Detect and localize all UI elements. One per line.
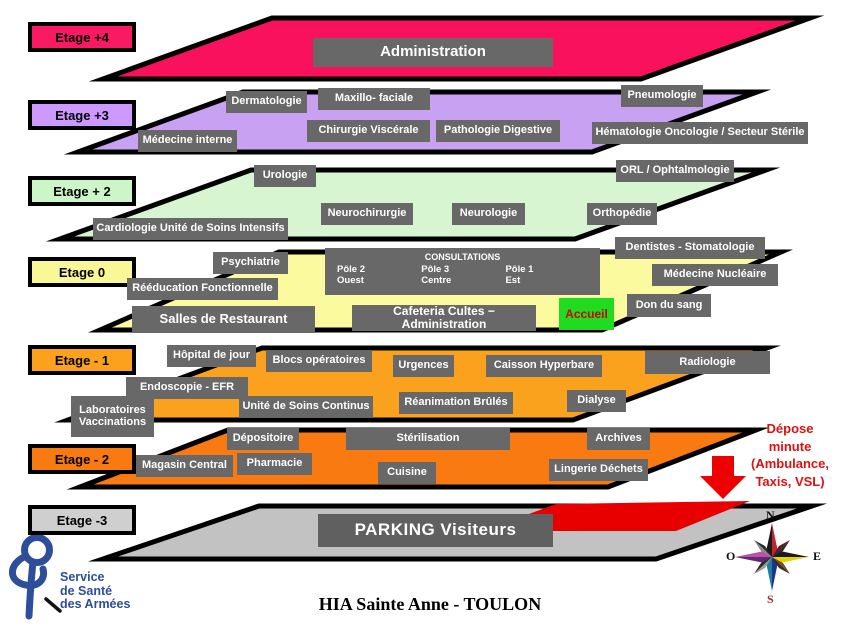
floor-label-text: Etage - 2 bbox=[54, 451, 110, 467]
depose-line: (Ambulance, bbox=[750, 456, 829, 471]
room-hopital-de-jour: Hôpital de jour bbox=[167, 345, 256, 367]
page-title: HIA Sainte Anne - TOULON bbox=[318, 594, 542, 614]
compass-rose-icon bbox=[735, 523, 809, 591]
consultations-pole-3: Pôle 3 Centre bbox=[421, 264, 505, 286]
room-cafeteria-cultes: Cafeteria Cultes − Administration bbox=[352, 305, 536, 331]
consultations-pole-2: Pôle 2 Ouest bbox=[337, 264, 421, 286]
pole-region: Est bbox=[505, 275, 521, 286]
room-lingerie-dechets: Lingerie Déchets bbox=[549, 459, 648, 481]
floor-label-etage-minus3: Etage -3 bbox=[28, 505, 136, 535]
room-cardiologie-usi: Cardiologie Unité de Soins Intensifs bbox=[93, 218, 288, 240]
depose-line: minute bbox=[768, 438, 812, 454]
room-orl-ophtalmologie: ORL / Ophtalmologie bbox=[616, 160, 734, 182]
room-hematologie-oncologie: Hématologie Oncologie / Secteur Stérile bbox=[592, 122, 808, 144]
floor-label-text: Etage - 1 bbox=[54, 352, 110, 368]
room-urologie: Urologie bbox=[254, 165, 316, 187]
room-maxillo-faciale: Maxillo- faciale bbox=[318, 88, 430, 110]
room-neurochirurgie: Neurochirurgie bbox=[321, 203, 413, 225]
compass-south-label: S bbox=[767, 592, 774, 606]
depose-arrow-icon bbox=[700, 456, 746, 499]
room-sterilisation: Stérilisation bbox=[346, 428, 510, 450]
pole-region: Centre bbox=[421, 275, 452, 286]
room-depositoire: Dépositoire bbox=[227, 428, 299, 450]
room-medecine-interne: Médecine interne bbox=[138, 130, 237, 152]
floor-label-etage-plus3: Etage +3 bbox=[28, 100, 136, 130]
room-laboratoires-vaccinations: Laboratoires Vaccinations bbox=[71, 396, 154, 437]
room-blocs-operatoires: Blocs opératoires bbox=[266, 350, 372, 372]
room-pneumologie: Pneumologie bbox=[621, 85, 703, 107]
compass-west-label: O bbox=[726, 549, 736, 563]
room-consultations: CONSULTATIONS Pôle 2 Ouest Pôle 3 Centre… bbox=[325, 248, 600, 295]
floor-label-text: Etage +3 bbox=[55, 107, 109, 123]
logo-line: des Armées bbox=[60, 597, 131, 611]
pole-name: Pôle 2 bbox=[337, 264, 365, 275]
floor-label-etage-plus4: Etage +4 bbox=[28, 22, 136, 52]
logo-line: Service bbox=[60, 570, 105, 584]
room-radiologie: Radiologie bbox=[645, 351, 770, 374]
floor-label-etage-minus1: Etage - 1 bbox=[28, 345, 136, 375]
room-dermatologie: Dermatologie bbox=[226, 91, 307, 113]
floor-label-etage-minus2: Etage - 2 bbox=[28, 444, 136, 474]
room-pharmacie: Pharmacie bbox=[237, 453, 312, 475]
floor-label-text: Etage 0 bbox=[58, 264, 106, 280]
floor-label-text: Etage -3 bbox=[56, 512, 108, 528]
ssa-logo-icon bbox=[9, 534, 62, 620]
room-parking-visiteurs: PARKING Visiteurs bbox=[318, 514, 553, 547]
room-psychiatrie: Psychiatrie bbox=[213, 252, 288, 274]
consultations-pole-1: Pôle 1 Est bbox=[505, 264, 589, 286]
room-archives: Archives bbox=[587, 428, 650, 450]
room-urgences: Urgences bbox=[393, 355, 454, 377]
room-pathologie-digestive: Pathologie Digestive bbox=[436, 120, 560, 142]
ssa-logo-text: Service de Santé des Armées bbox=[60, 570, 131, 612]
room-don-du-sang: Don du sang bbox=[627, 294, 711, 317]
room-accueil: Accueil bbox=[559, 298, 614, 330]
room-medecine-nucleaire: Médecine Nucléaire bbox=[652, 264, 778, 286]
room-neurologie: Neurologie bbox=[452, 203, 525, 225]
room-chirurgie-viscerale: Chirurgie Viscérale bbox=[307, 120, 430, 142]
consultations-title: CONSULTATIONS bbox=[424, 252, 501, 262]
room-salles-de-restaurant: Salles de Restaurant bbox=[132, 306, 315, 333]
room-unite-soins-continus: Unité de Soins Continus bbox=[239, 396, 373, 418]
depose-line: Taxis, VSL) bbox=[755, 473, 825, 489]
room-dialyse: Dialyse bbox=[567, 390, 626, 412]
room-magasin-central: Magasin Central bbox=[136, 455, 233, 477]
pole-name: Pôle 3 bbox=[421, 264, 450, 275]
compass-east-label: E bbox=[813, 549, 822, 563]
room-administration: Administration bbox=[313, 38, 553, 67]
depose-minute-note: Dépose minute (Ambulance, Taxis, VSL) bbox=[738, 420, 842, 490]
room-cuisine: Cuisine bbox=[378, 462, 436, 484]
floor-label-text: Etage +4 bbox=[55, 29, 109, 45]
pole-name: Pôle 1 bbox=[505, 264, 534, 275]
pole-region: Ouest bbox=[337, 275, 364, 286]
logo-line: de Santé bbox=[60, 583, 113, 598]
room-caisson-hyperbare: Caisson Hyperbare bbox=[486, 355, 602, 377]
room-reanimation-brules: Réanimation Brûlés bbox=[399, 392, 513, 414]
floor-label-etage-plus2: Etage + 2 bbox=[28, 176, 136, 206]
room-endoscopie-efr: Endoscopie - EFR bbox=[126, 377, 248, 399]
room-reeducation-fonctionnelle: Rééducation Fonctionnelle bbox=[127, 278, 278, 300]
floor-label-text: Etage + 2 bbox=[53, 183, 111, 199]
compass-north-label: N bbox=[766, 508, 775, 522]
room-orthopedie: Orthopédie bbox=[587, 203, 657, 225]
depose-line: Dépose bbox=[766, 421, 814, 436]
floor-label-etage-0: Etage 0 bbox=[28, 257, 136, 287]
room-dentistes-stomatologie: Dentistes - Stomatologie bbox=[615, 237, 765, 259]
